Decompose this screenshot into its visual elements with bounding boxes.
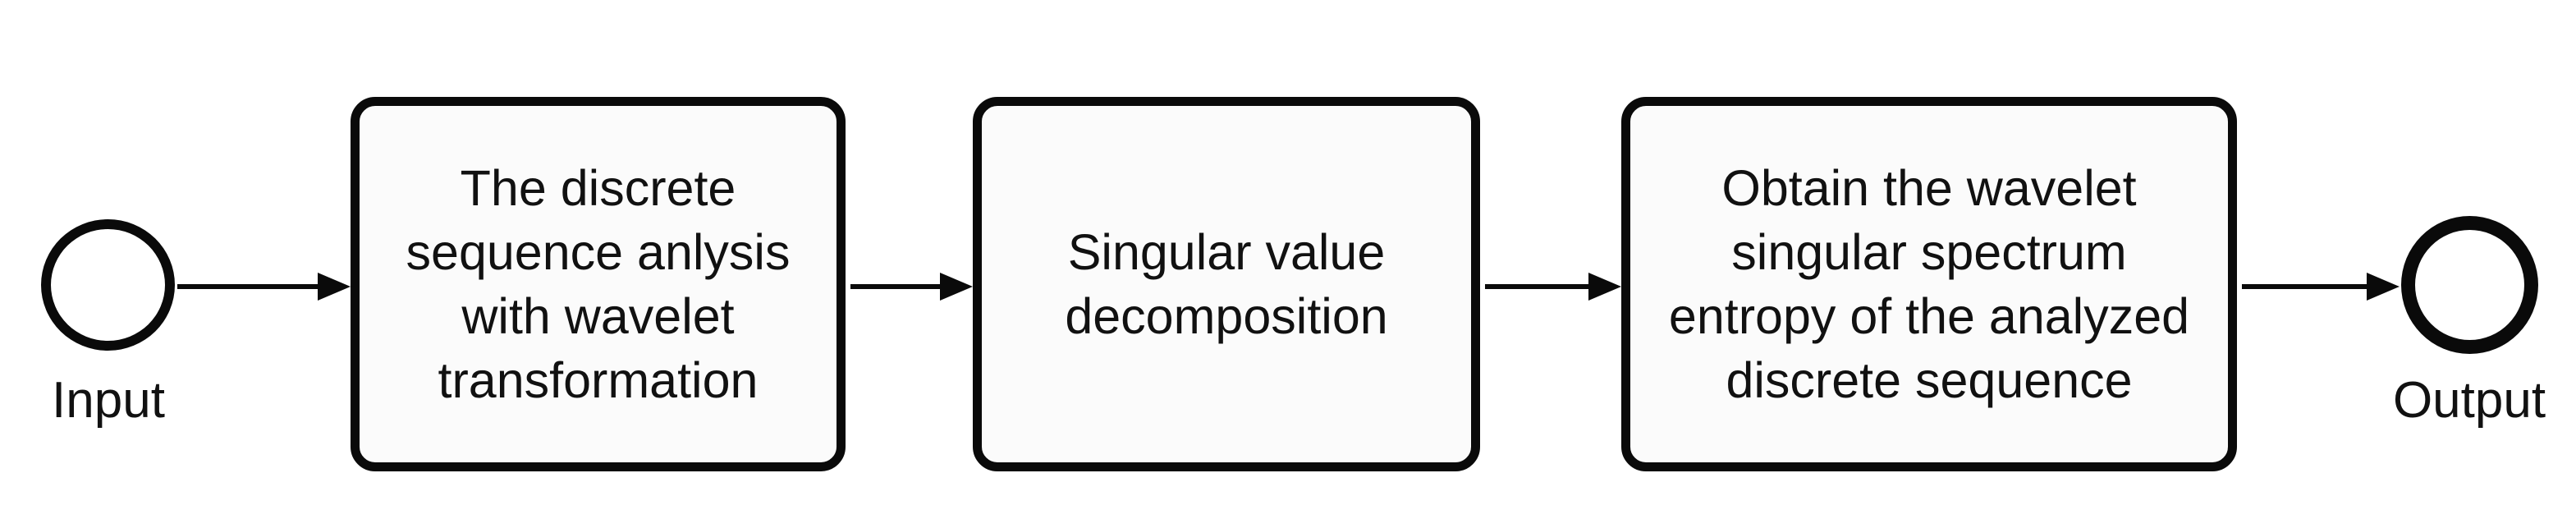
input-start-circle [41,219,175,351]
arrowhead-icon [2367,273,2400,301]
output-end-circle [2401,216,2538,354]
arrow-shaft [850,284,943,289]
arrowhead-icon [1588,273,1621,301]
arrow-input-to-step1 [177,273,351,301]
arrowhead-icon [318,273,351,301]
arrow-shaft [2242,284,2370,289]
arrow-shaft [1485,284,1592,289]
arrowhead-icon [940,273,973,301]
arrow-step2-to-step3 [1485,273,1621,301]
output-label: Output [2392,372,2546,429]
arrow-step1-to-step2 [850,273,973,301]
arrow-shaft [177,284,321,289]
arrow-step3-to-output [2242,273,2400,301]
input-label: Input [52,372,165,429]
